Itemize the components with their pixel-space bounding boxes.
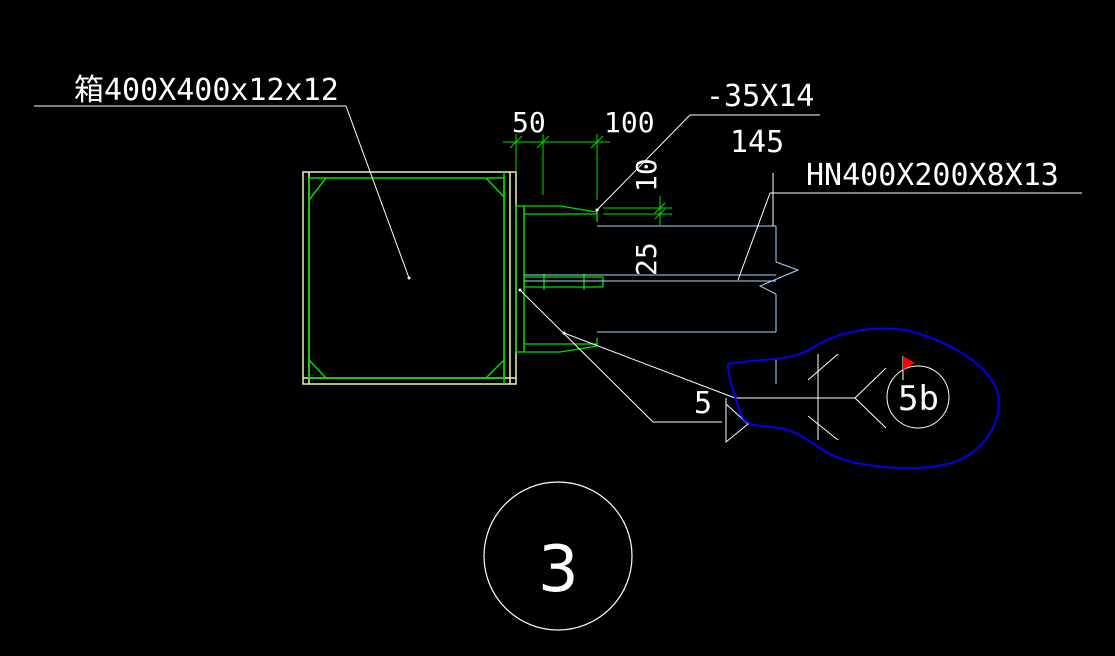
- connection-plates: [515, 205, 604, 353]
- weld-leader: [519, 289, 950, 444]
- weld-mark-5b: 5b: [898, 379, 939, 419]
- plate-length-label: 145: [730, 125, 784, 160]
- dim-25: 25: [630, 242, 663, 276]
- leader-dot: [407, 276, 411, 280]
- dim-100: 100: [604, 106, 655, 139]
- hn-beam: [524, 225, 800, 384]
- dim-50: 50: [512, 106, 546, 139]
- beam-leader: [737, 173, 1082, 281]
- weld-size: 5: [694, 386, 712, 421]
- flag-icon: [903, 356, 915, 370]
- dim-10: 10: [630, 158, 663, 192]
- column-leader: [34, 105, 410, 279]
- weld-leader-dot-2: [562, 331, 566, 335]
- detail-bubble: [483, 481, 633, 631]
- beam-label: HN400X200X8X13: [806, 158, 1059, 193]
- weld-leader-dot: [518, 288, 522, 292]
- detail-number: 3: [538, 533, 579, 607]
- box-column-label: 箱400X400x12x12: [74, 73, 339, 108]
- dimension-lines: [503, 134, 672, 225]
- plate-leader: [596, 114, 820, 211]
- box-column-inner: [308, 172, 505, 384]
- revision-cloud: [726, 327, 1000, 470]
- plate-leader-dot: [595, 208, 599, 212]
- plate-size-label: -35X14: [706, 79, 814, 114]
